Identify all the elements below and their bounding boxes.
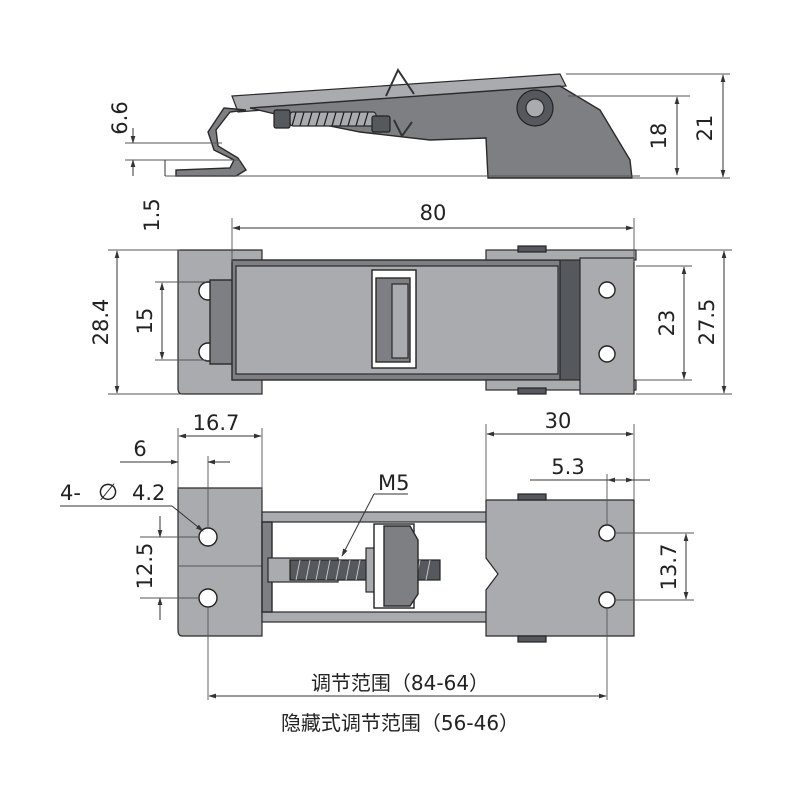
dim-bottom-16-7: 16.7 bbox=[193, 411, 240, 435]
dim-bottom-6: 6 bbox=[133, 437, 146, 461]
dim-top-27-5: 27.5 bbox=[695, 299, 719, 346]
spring bbox=[273, 109, 391, 133]
dim-bottom-hole-prefix: 4- bbox=[60, 481, 81, 505]
dim-side-21: 21 bbox=[693, 115, 717, 142]
thread-label-m5: M5 bbox=[378, 471, 409, 495]
top-view: 80 28.4 15 23 27.5 bbox=[89, 201, 732, 395]
dim-top-15: 15 bbox=[133, 308, 157, 335]
caption-hidden-adjust-range: 隐藏式调节范围（56-46） bbox=[281, 711, 519, 735]
bottom-view: 16.7 6 4- ∅ 4.2 12.5 M5 30 5.3 bbox=[60, 409, 694, 735]
dim-bottom-30: 30 bbox=[545, 409, 572, 433]
dim-side-6-6: 6.6 bbox=[108, 101, 132, 134]
dim-bottom-5-3: 5.3 bbox=[551, 455, 584, 479]
diameter-symbol-icon: ∅ bbox=[98, 480, 118, 506]
dim-top-28-4: 28.4 bbox=[89, 299, 113, 346]
dim-side-1-5: 1.5 bbox=[140, 198, 164, 231]
dim-top-23: 23 bbox=[655, 310, 679, 337]
dim-top-80: 80 bbox=[420, 201, 447, 225]
dim-side-18: 18 bbox=[647, 123, 671, 150]
dim-bottom-13-7: 13.7 bbox=[657, 544, 681, 591]
dim-bottom-hole-size: 4.2 bbox=[132, 481, 165, 505]
side-view: 6.6 1.5 18 21 bbox=[108, 67, 730, 232]
caption-adjust-range: 调节范围（84-64） bbox=[311, 671, 489, 695]
dim-bottom-12-5: 12.5 bbox=[133, 543, 157, 590]
